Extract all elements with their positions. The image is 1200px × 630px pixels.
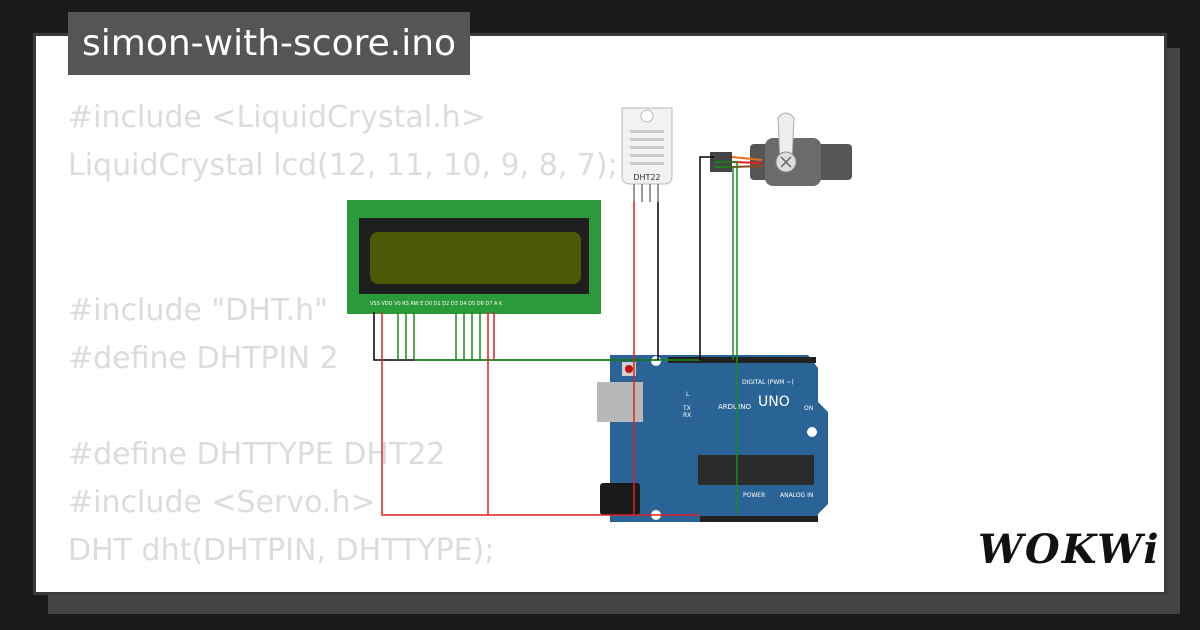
servo-motor[interactable] <box>710 112 852 186</box>
wires <box>373 156 738 516</box>
dht22-sensor[interactable]: DHT22 <box>621 107 673 202</box>
code-line: #include <LiquidCrystal.h> <box>68 100 486 135</box>
tx-led-label: TX <box>682 405 691 412</box>
rx-led-label: RX <box>683 412 691 419</box>
code-line: #include "DHT.h" <box>68 293 328 328</box>
code-line: DHT dht(DHTPIN, DHTTYPE); <box>68 533 495 568</box>
arduino-uno-board[interactable]: DIGITAL (PWM ~) ARDUINO UNO POWER ANALOG… <box>597 355 828 522</box>
arduino-maker-label: ARDUINO <box>718 403 751 411</box>
wokwi-logo: WOKWi <box>978 526 1161 573</box>
analog-header-label: ANALOG IN <box>780 492 813 499</box>
dht22-label: DHT22 <box>633 173 660 182</box>
code-line: #define DHTPIN 2 <box>68 341 339 376</box>
code-line: LiquidCrystal lcd(12, 11, 10, 9, 8, 7); <box>68 148 618 183</box>
on-led-label: ON <box>804 405 813 412</box>
power-header-label: POWER <box>743 492 765 499</box>
lcd-pin-labels: VSS VDD V0 RS RW E D0 D1 D2 D3 D4 D5 D6 … <box>370 301 503 307</box>
lcd-display[interactable]: VSS VDD V0 RS RW E D0 D1 D2 D3 D4 D5 D6 … <box>347 200 601 314</box>
code-line: #include <Servo.h> <box>68 485 376 520</box>
project-title[interactable]: simon-with-score.ino <box>68 12 471 75</box>
uno-label: UNO <box>758 394 790 410</box>
digital-header-label: DIGITAL (PWM ~) <box>742 379 794 386</box>
l-led-label: L <box>686 391 690 398</box>
